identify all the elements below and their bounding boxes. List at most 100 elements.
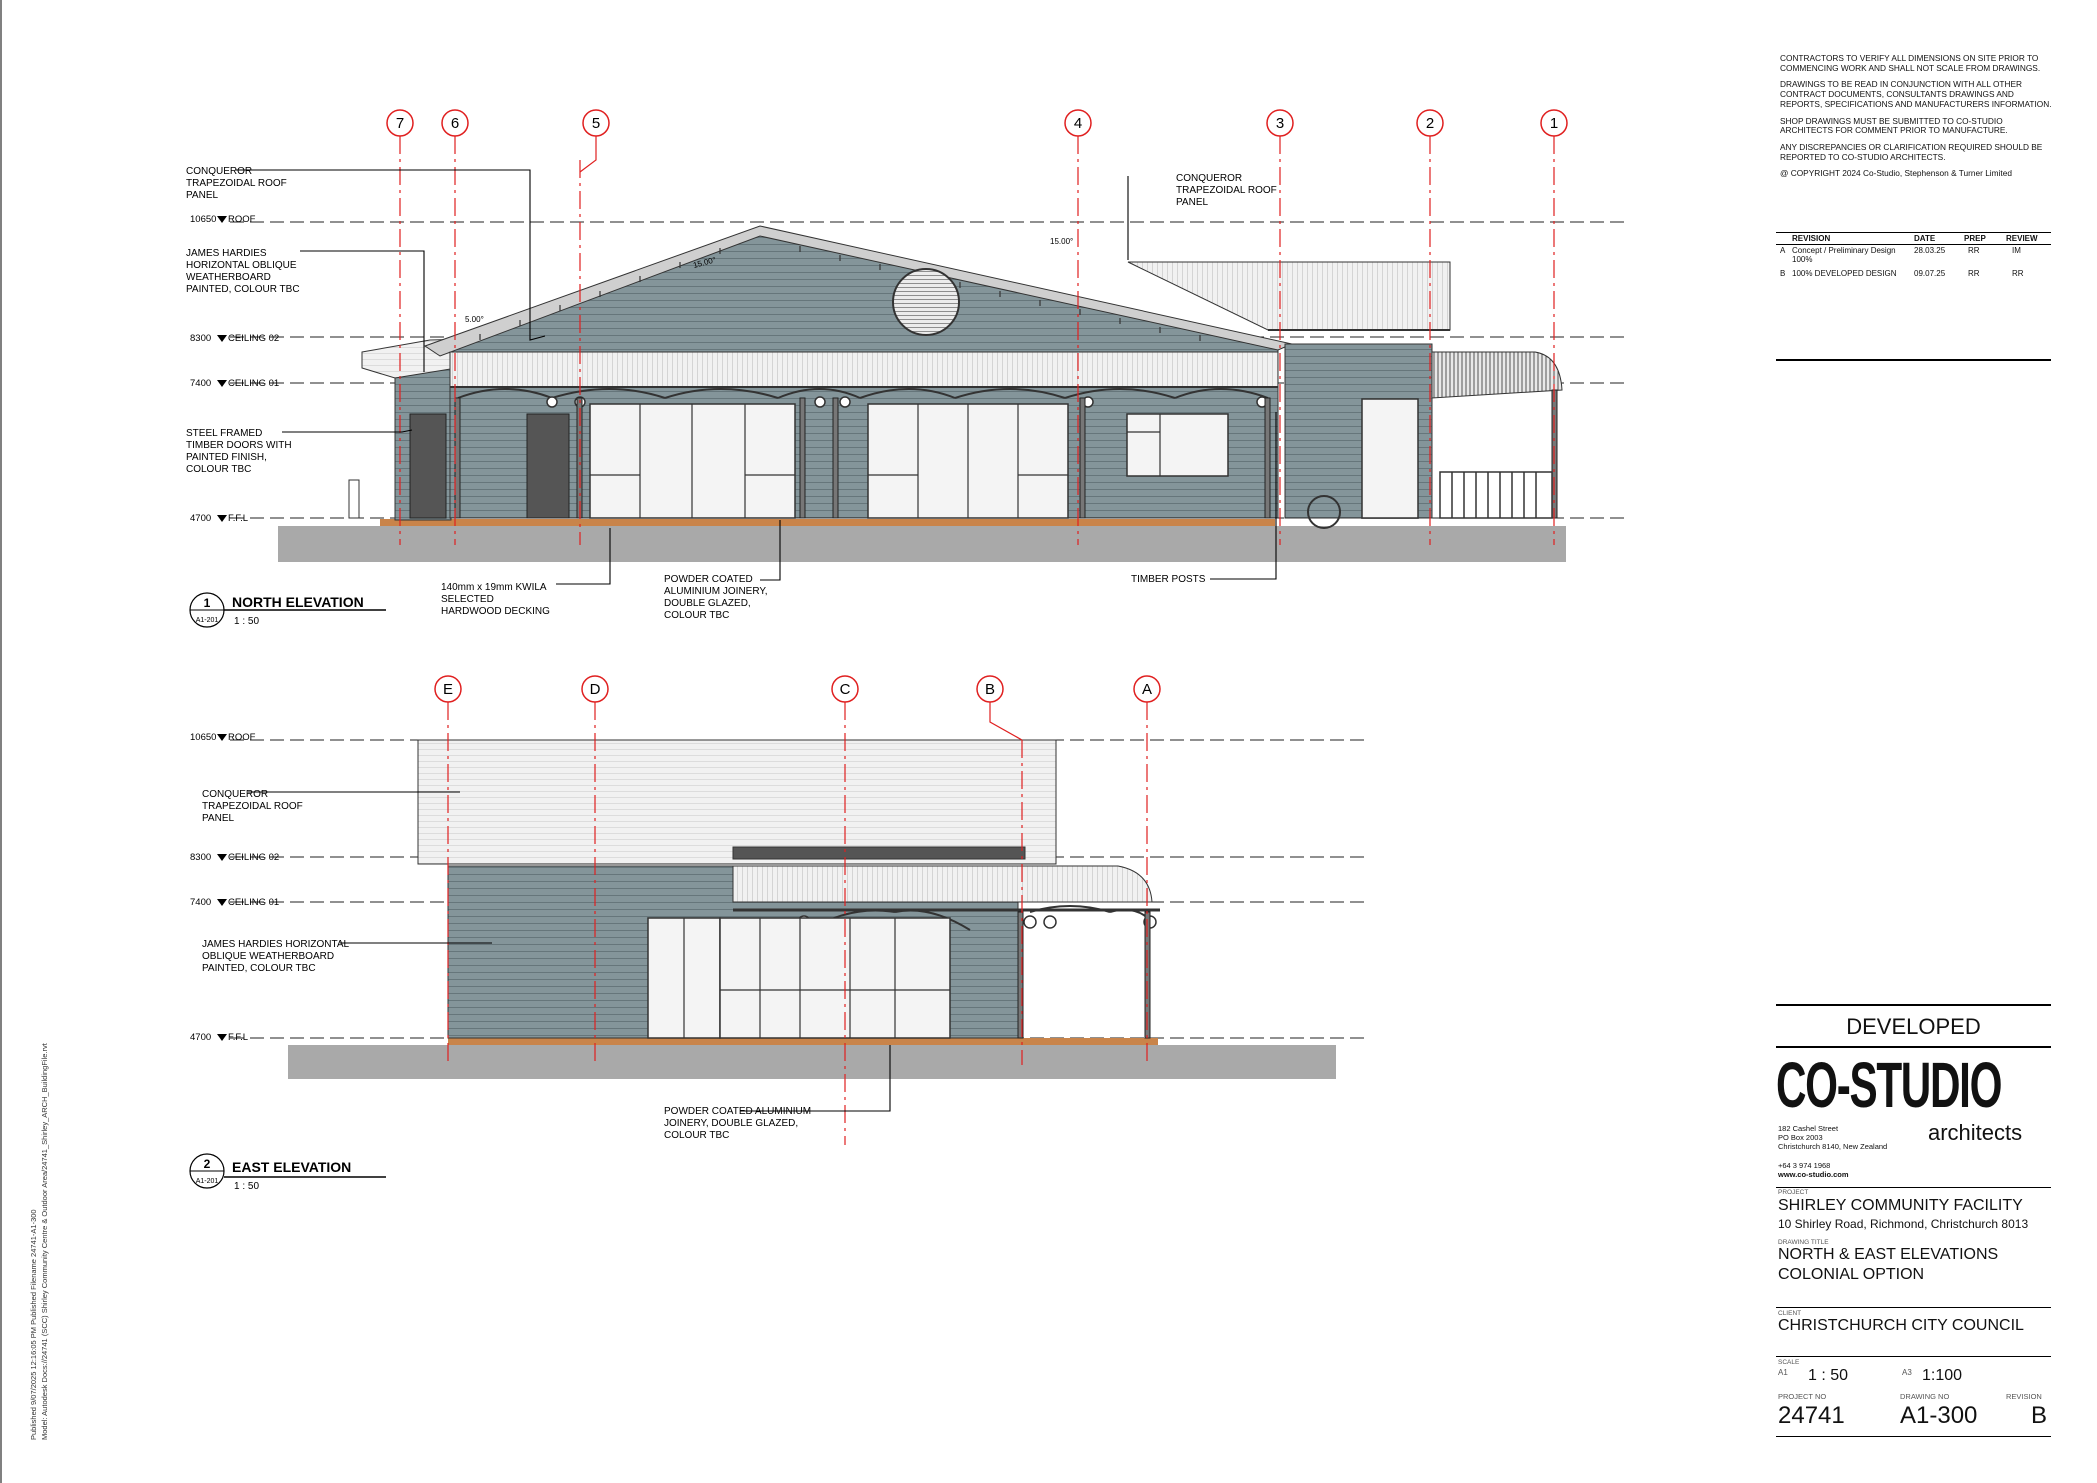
east-grid-label: E <box>443 681 453 698</box>
north-note-decking: 140mm x 19mm KWILA SELECTED HARDWOOD DEC… <box>441 582 550 617</box>
north-level-value: 10650 <box>190 214 216 225</box>
copyright-note: @ COPYRIGHT 2024 Co-Studio, Stephenson &… <box>1780 168 2012 179</box>
north-deck <box>380 519 1275 526</box>
east-view-scale: 1 : 50 <box>234 1181 259 1192</box>
client-label: CLIENT <box>1778 1310 1802 1317</box>
project-no-label: PROJECT NO <box>1778 1392 1827 1401</box>
east-deck <box>448 1038 1158 1045</box>
north-balustrade <box>1439 471 1553 519</box>
revision-label: REVISION <box>2006 1392 2042 1401</box>
north-grid-label: 7 <box>396 115 404 132</box>
east-leaders <box>248 791 891 1112</box>
rev-header-prep: PREP <box>1964 234 1986 243</box>
east-view-sheet-ref: A1-201 <box>196 1178 219 1185</box>
north-timber-posts <box>454 397 1271 519</box>
scale-a1: 1 : 50 <box>1808 1367 1849 1384</box>
east-grid-label: C <box>840 681 851 698</box>
scale-a3: 1:100 <box>1922 1367 1963 1384</box>
north-grid-bubbles <box>386 109 1568 137</box>
north-level-name: ROOF <box>228 214 256 225</box>
scale-a1-label: A1 <box>1778 1368 1788 1377</box>
north-note-joinery: POWDER COATED ALUMINIUM JOINERY, DOUBLE … <box>664 574 770 621</box>
north-grid-jog <box>579 136 597 173</box>
east-glazing <box>647 917 951 1039</box>
company-logo: CO-STUDIO <box>1776 1049 2002 1121</box>
rev-row-date: 09.07.25 <box>1914 269 1946 278</box>
north-pitch-label: 15.00° <box>1050 237 1073 246</box>
rev-row-letter: A <box>1780 246 1786 255</box>
east-view-title-text: EAST ELEVATION <box>232 1159 351 1175</box>
rev-row-review: RR <box>2012 269 2024 278</box>
company-address-2: PO Box 2003 <box>1778 1133 1823 1142</box>
east-level-name: CEILING 01 <box>228 897 279 908</box>
project-name: SHIRLEY COMMUNITY FACILITY <box>1778 1197 2023 1214</box>
rev-row-date: 28.03.25 <box>1914 246 1946 255</box>
rev-row-desc: 100% DEVELOPED DESIGN <box>1792 269 1897 278</box>
north-view-title: 1 A1-201 NORTH ELEVATION 1 : 50 <box>189 592 386 628</box>
north-annex-door <box>1361 398 1419 519</box>
north-level-value: 4700 <box>190 513 211 524</box>
east-view-number: 2 <box>204 1157 211 1171</box>
north-grid-lines <box>399 136 1555 545</box>
east-note-roof: CONQUEROR TRAPEZOIDAL ROOF PANEL <box>202 789 306 824</box>
scale-label: SCALE <box>1778 1359 1800 1366</box>
north-gable-roof <box>423 225 1294 357</box>
drawing-no-label: DRAWING NO <box>1900 1392 1950 1401</box>
north-grid-label: 1 <box>1550 115 1558 132</box>
rev-row-letter: B <box>1780 269 1786 278</box>
north-note-annex-roof: CONQUEROR TRAPEZOIDAL ROOF PANEL <box>1176 173 1280 208</box>
east-grid-label: D <box>590 681 601 698</box>
drawing-title-1: NORTH & EAST ELEVATIONS <box>1778 1246 1999 1263</box>
east-note-joinery: POWDER COATED ALUMINIUM JOINERY, DOUBLE … <box>664 1106 814 1141</box>
north-note-doors: STEEL FRAMED TIMBER DOORS WITH PAINTED F… <box>186 428 294 475</box>
north-grid-label: 2 <box>1426 115 1434 132</box>
north-side-awning <box>1431 351 1563 399</box>
north-steel-door <box>526 413 570 519</box>
title-block: DEVELOPED CO-STUDIO architects 182 Cashe… <box>1776 1004 2051 1444</box>
revision-table: REVISION DATE PREP REVIEW A Concept / Pr… <box>1776 232 2051 362</box>
note-item: ANY DISCREPANCIES OR CLARIFICATION REQUI… <box>1780 141 2043 162</box>
north-level-value: 8300 <box>190 333 211 344</box>
north-tap-fixture <box>348 479 360 519</box>
east-grid-label: A <box>1142 681 1152 698</box>
company-address-1: 182 Cashel Street <box>1778 1124 1839 1133</box>
drawing-number: A1-300 <box>1900 1402 1978 1429</box>
north-notes: CONQUEROR TRAPEZOIDAL ROOF PANEL JAMES H… <box>186 166 1280 621</box>
north-ground <box>278 526 1566 562</box>
north-note-roof: CONQUEROR TRAPEZOIDAL ROOF PANEL <box>186 166 290 201</box>
revision-letter: B <box>2031 1402 2048 1429</box>
north-gable-vent <box>892 268 960 336</box>
project-label: PROJECT <box>1778 1189 1809 1196</box>
north-view-sheet-ref: A1-201 <box>196 617 219 624</box>
east-level-name: ROOF <box>228 732 256 743</box>
east-elevation: E D C B A 10650 ROOF 8300 CEILING 02 740… <box>189 675 1370 1192</box>
publish-line-1: Published 9/07/2025 12:16:05 PM Publishe… <box>29 1209 38 1440</box>
north-left-wing-door <box>409 413 447 519</box>
east-notes: CONQUEROR TRAPEZOIDAL ROOF PANEL JAMES H… <box>202 789 814 1141</box>
east-ground <box>288 1045 1336 1079</box>
drawing-title-label: DRAWING TITLE <box>1778 1239 1829 1246</box>
north-view-number: 1 <box>204 596 211 610</box>
east-level-value: 4700 <box>190 1032 211 1043</box>
north-grid-label: 5 <box>592 115 600 132</box>
rev-row-prep: RR <box>1968 269 1980 278</box>
project-address: 10 Shirley Road, Richmond, Christchurch … <box>1778 1217 2029 1231</box>
client-name: CHRISTCHURCH CITY COUNCIL <box>1778 1317 2024 1334</box>
north-grid-label: 6 <box>451 115 459 132</box>
rev-header-revision: REVISION <box>1792 234 1831 243</box>
north-pitch-label: 5.00° <box>465 315 484 324</box>
scale-a3-label: A3 <box>1902 1368 1912 1377</box>
east-grid-jog <box>989 702 1023 741</box>
north-leaders <box>236 169 1277 585</box>
north-view-title-text: NORTH ELEVATION <box>232 594 364 610</box>
east-level-name: F.F.L <box>228 1032 248 1043</box>
north-level-name: CEILING 01 <box>228 378 279 389</box>
north-grid-label: 4 <box>1074 115 1082 132</box>
east-roof-panel <box>417 739 1057 865</box>
north-verandah-arches <box>457 388 1269 399</box>
note-item: CONTRACTORS TO VERIFY ALL DIMENSIONS ON … <box>1780 53 2041 73</box>
north-note-posts: TIMBER POSTS <box>1131 574 1206 585</box>
publish-stamp: Published 9/07/2025 12:16:05 PM Publishe… <box>29 1042 49 1440</box>
east-view-title: 2 A1-201 EAST ELEVATION 1 : 50 <box>189 1153 386 1192</box>
